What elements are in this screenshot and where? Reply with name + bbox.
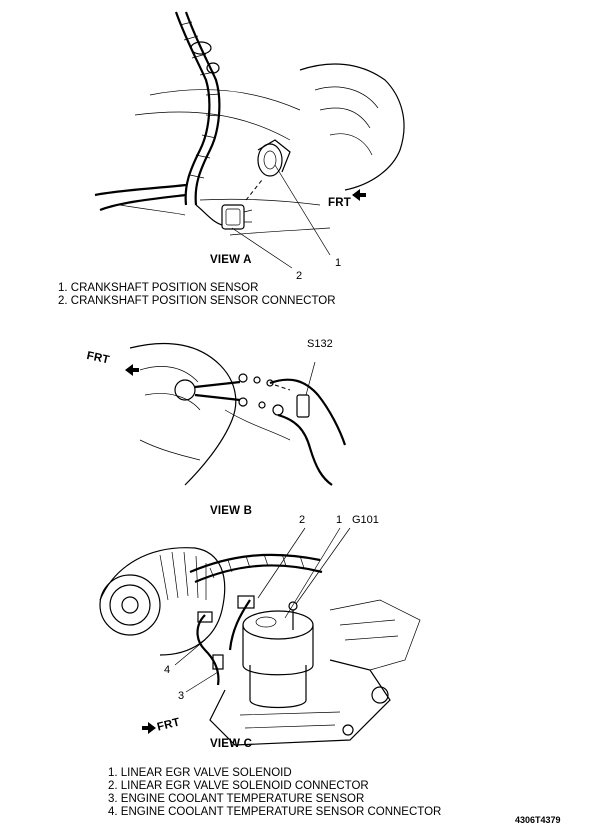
- callout-1-a: 1: [335, 257, 342, 269]
- ground-label: G101: [352, 514, 379, 526]
- callout-1-c: 1: [336, 514, 343, 526]
- legend-item: 2. LINEAR EGR VALVE SOLENOID CONNECTOR: [108, 780, 369, 792]
- callout-2-c: 2: [299, 514, 306, 526]
- legend-item: 1. CRANKSHAFT POSITION SENSOR: [58, 282, 259, 294]
- legend-item: 2. CRANKSHAFT POSITION SENSOR CONNECTOR: [58, 295, 336, 307]
- splice-label: S132: [307, 338, 333, 350]
- view-c-caption: VIEW C: [210, 738, 253, 750]
- frt-arrow-icon: [352, 189, 366, 201]
- frt-arrow-icon: [142, 722, 156, 734]
- callout-4-c: 4: [164, 664, 171, 676]
- legend-item: 3. ENGINE COOLANT TEMPERATURE SENSOR: [108, 793, 365, 805]
- view-a-legend: 1. CRANKSHAFT POSITION SENSOR 2. CRANKSH…: [58, 282, 336, 308]
- view-a-caption: VIEW A: [210, 254, 252, 266]
- figure-id: 4306T4379: [515, 815, 561, 825]
- frt-arrow-icon: [125, 364, 139, 376]
- legend-item: 1. LINEAR EGR VALVE SOLENOID: [108, 767, 292, 779]
- callout-2-a: 2: [296, 270, 303, 282]
- callout-3-c: 3: [178, 690, 185, 702]
- view-c-legend: 1. LINEAR EGR VALVE SOLENOID 2. LINEAR E…: [108, 767, 441, 819]
- legend-item: 4. ENGINE COOLANT TEMPERATURE SENSOR CON…: [108, 806, 442, 818]
- frt-label-a: FRT: [328, 197, 351, 209]
- view-b-caption: VIEW B: [210, 505, 253, 517]
